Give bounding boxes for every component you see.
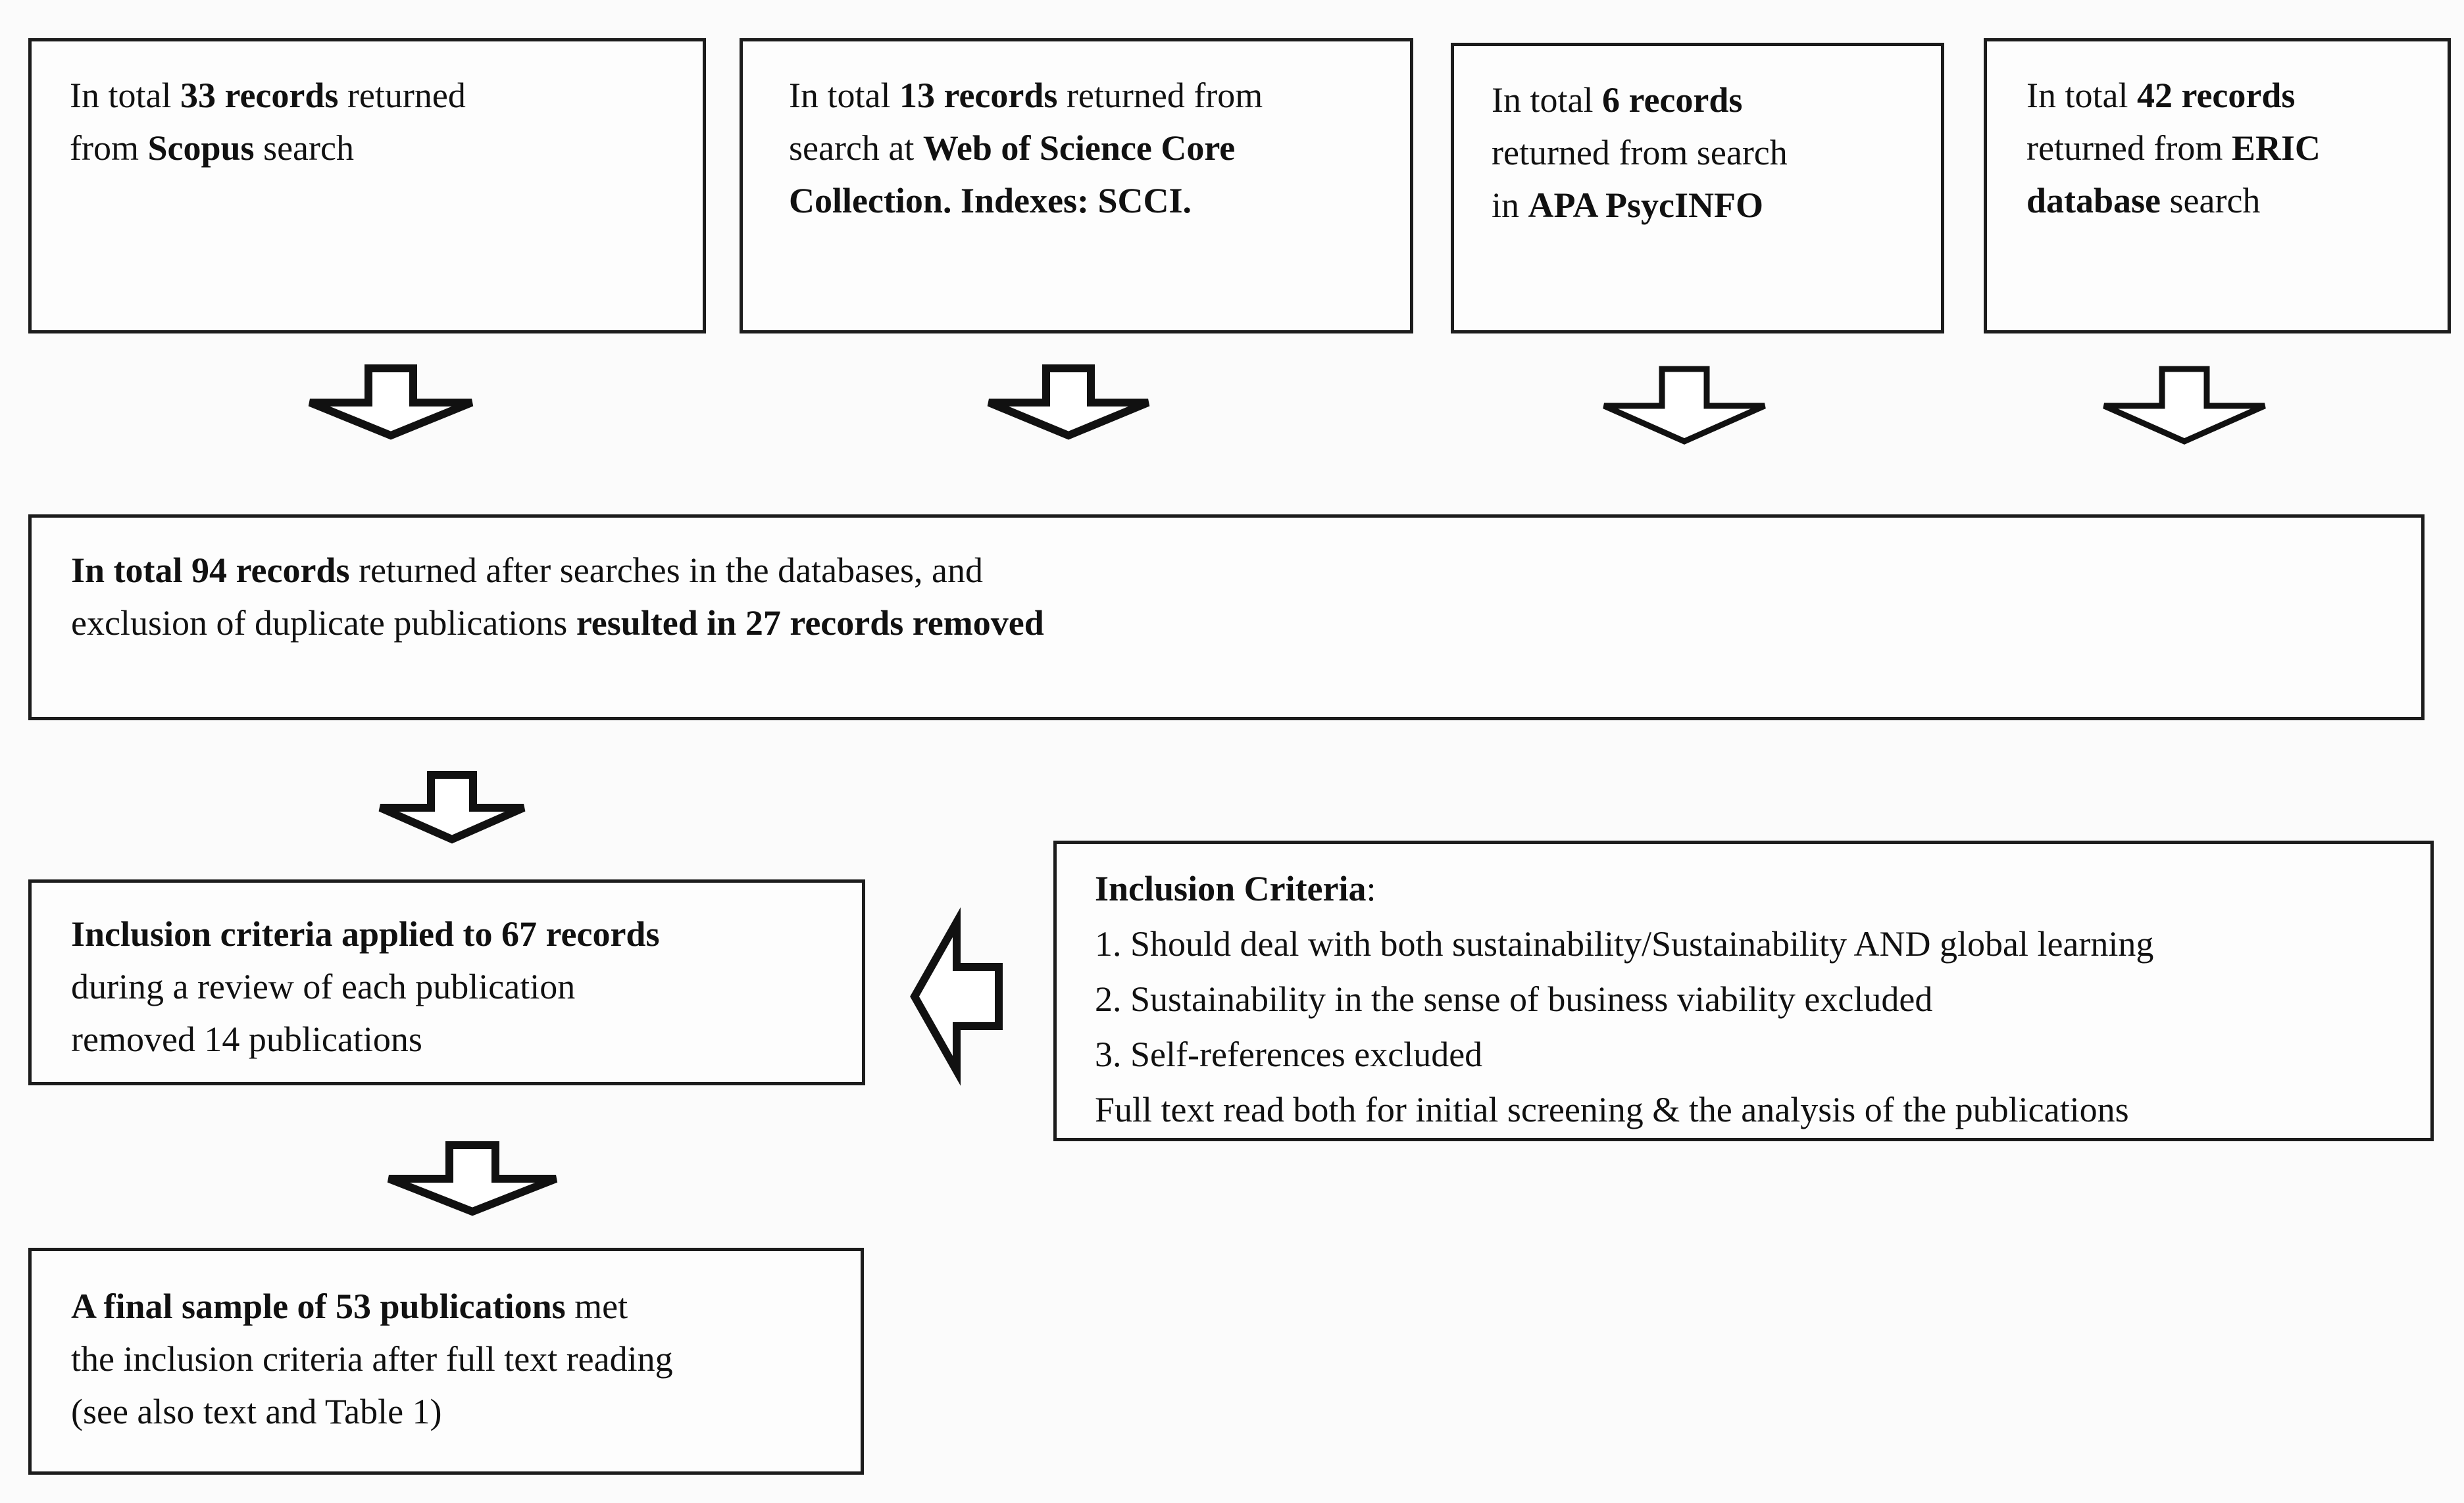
criteria-applied-box: Inclusion criteria applied to 67 records… xyxy=(28,879,865,1085)
left-arrow-icon xyxy=(910,907,1004,1086)
inclusion-criteria-list-box: Inclusion Criteria:1. Should deal with b… xyxy=(1053,841,2434,1141)
down-arrow-icon xyxy=(1599,364,1770,445)
down-arrow-icon xyxy=(984,363,1153,440)
merged-records-dedup-box: In total 94 records returned after searc… xyxy=(28,514,2425,720)
down-arrow-icon xyxy=(375,770,529,844)
down-arrow-icon xyxy=(384,1140,561,1216)
down-arrow-icon xyxy=(2099,364,2270,445)
down-arrow-icon xyxy=(305,363,477,440)
